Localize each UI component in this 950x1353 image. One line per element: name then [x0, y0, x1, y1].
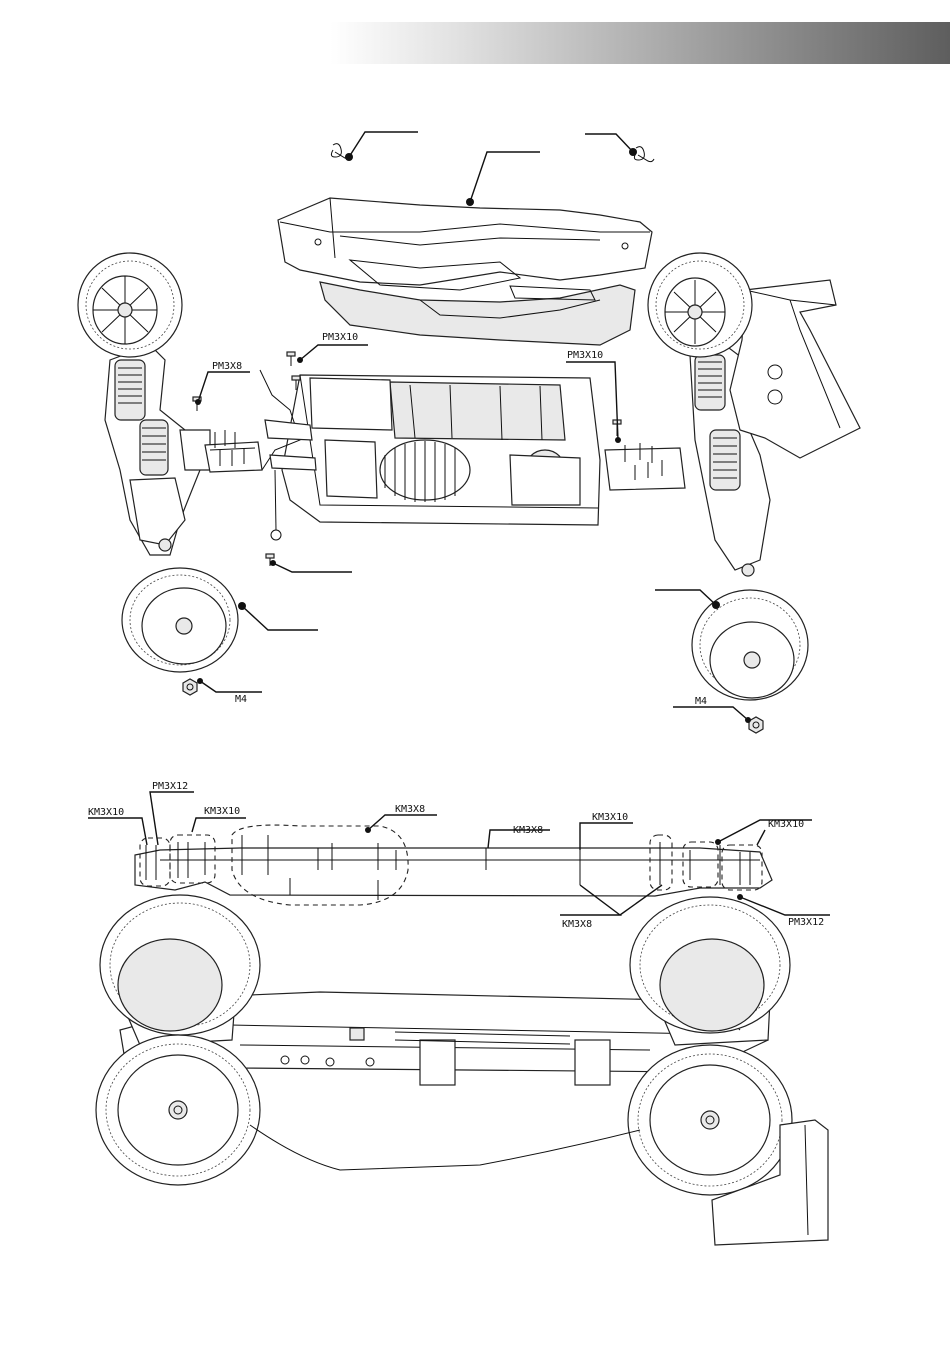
body-outline-line — [250, 1125, 640, 1170]
label-pm3x8: PM3X8 — [212, 361, 242, 372]
front-left-suspension — [105, 345, 210, 555]
label-km3x10-a: KM3X10 — [88, 807, 124, 818]
label-m4-left: M4 — [235, 694, 247, 705]
label-km3x8-a: KM3X8 — [395, 804, 425, 815]
label-m4-right: M4 — [695, 696, 707, 707]
body-shell — [278, 152, 652, 345]
label-km3x8-b: KM3X8 — [513, 825, 543, 836]
body-clip-icon-left — [331, 132, 418, 161]
wheel-icon-front-right — [655, 590, 808, 700]
front-suspension-plate — [205, 442, 262, 472]
nut-icon-right — [673, 707, 763, 733]
nut-icon-left — [183, 678, 262, 695]
lower-suspension-plate — [135, 848, 772, 896]
chassis-upper — [282, 375, 600, 525]
wheel-icon-lower-front-left — [96, 1035, 260, 1185]
wheel-icon-lower-rear-left — [100, 895, 260, 1035]
screw-icon-link — [266, 554, 352, 572]
wheel-icon-rear-left — [122, 568, 318, 672]
label-km3x8-c: KM3X8 — [562, 919, 592, 930]
label-pm3x10-right: PM3X10 — [567, 350, 603, 361]
wheel-icon-rear-right — [648, 253, 752, 357]
label-km3x10-b: KM3X10 — [204, 806, 240, 817]
screw-icon-pm3x8 — [193, 372, 250, 411]
wheel-icon-front-left — [78, 253, 182, 357]
body-clip-icon-right — [585, 134, 654, 162]
label-pm3x12-bottom: PM3X12 — [788, 917, 824, 928]
label-pm3x12-top: PM3X12 — [152, 781, 188, 792]
label-km3x10-d: KM3X10 — [768, 819, 804, 830]
wheel-icon-lower-rear-right — [630, 897, 790, 1033]
label-km3x10-c: KM3X10 — [592, 812, 628, 823]
wheel-icon-lower-front-right — [628, 1045, 792, 1195]
label-pm3x10-left: PM3X10 — [322, 332, 358, 343]
